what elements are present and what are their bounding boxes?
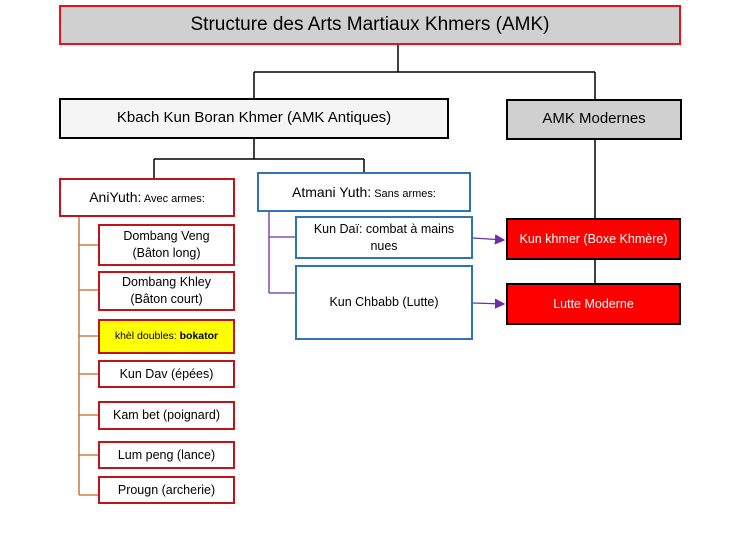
- modern-item-label: Kun khmer (Boxe Khmère): [519, 231, 668, 246]
- item-line: Dombang Khley: [122, 275, 211, 290]
- aniyuth-item-kam-bet: Kam bet (poignard): [98, 401, 235, 430]
- aniyuth-item-bokator: khèl doubles: bokator: [98, 319, 235, 354]
- aniyuth-node: AniYuth: Avec armes:: [59, 178, 235, 217]
- atmani-item-connectors: [268, 212, 295, 294]
- aniyuth-item-kun-dav: Kun Dav (épées): [98, 360, 235, 388]
- modernes-label: AMK Modernes: [542, 110, 646, 128]
- antiques-connector: [153, 139, 365, 178]
- item-line: Kun Chbabb (Lutte): [329, 295, 439, 310]
- item-line: Dombang Veng: [123, 229, 210, 244]
- item-line: (Bâton court): [130, 292, 203, 306]
- item-line: Kam bet (poignard): [112, 408, 220, 423]
- aniyuth-name: AniYuth:: [89, 189, 142, 206]
- item-line: Kun Dav (épées): [119, 366, 214, 381]
- atmani-name: Atmani Yuth:: [292, 183, 372, 200]
- antiques-node: Kbach Kun Boran Khmer (AMK Antiques): [59, 98, 449, 139]
- aniyuth-item-prougn: Prougn (archerie): [98, 476, 235, 504]
- item-line: Lum peng (lance): [117, 447, 216, 462]
- atmani-item-kun-chbabb: Kun Chbabb (Lutte): [295, 265, 473, 340]
- modern-item-kun-khmer: Kun khmer (Boxe Khmère): [506, 218, 681, 260]
- aniyuth-item-lum-peng: Lum peng (lance): [98, 441, 235, 469]
- diagram-title: Structure des Arts Martiaux Khmers (AMK): [59, 5, 681, 45]
- item-line: Kun Daï: combat à mains: [313, 221, 455, 236]
- aniyuth-item-connectors: [78, 217, 98, 496]
- item-line: nues: [370, 238, 398, 253]
- title-connector: [253, 45, 596, 99]
- atmani-sub: Sans armes:: [371, 187, 436, 200]
- item-line: Prougn (archerie): [117, 482, 216, 497]
- atmani-item-kun-dai: Kun Daï: combat à mains nues: [295, 216, 473, 259]
- aniyuth-sub: Avec armes:: [141, 193, 205, 206]
- modern-arrows: [472, 234, 506, 309]
- item-line: khèl doubles:: [114, 330, 180, 343]
- aniyuth-item-dombang-veng: Dombang Veng (Bâton long): [98, 224, 235, 266]
- antiques-label: Kbach Kun Boran Khmer (AMK Antiques): [116, 109, 392, 127]
- title-text: Structure des Arts Martiaux Khmers (AMK): [190, 14, 550, 36]
- item-line: (Bâton long): [132, 246, 201, 260]
- item-bold: bokator: [179, 330, 219, 343]
- atmani-node: Atmani Yuth: Sans armes:: [257, 172, 471, 212]
- modern-item-label: Lutte Moderne: [553, 296, 634, 311]
- modern-item-lutte: Lutte Moderne: [506, 283, 681, 325]
- modernes-node: AMK Modernes: [506, 99, 682, 140]
- aniyuth-item-dombang-khley: Dombang Khley (Bâton court): [98, 271, 235, 311]
